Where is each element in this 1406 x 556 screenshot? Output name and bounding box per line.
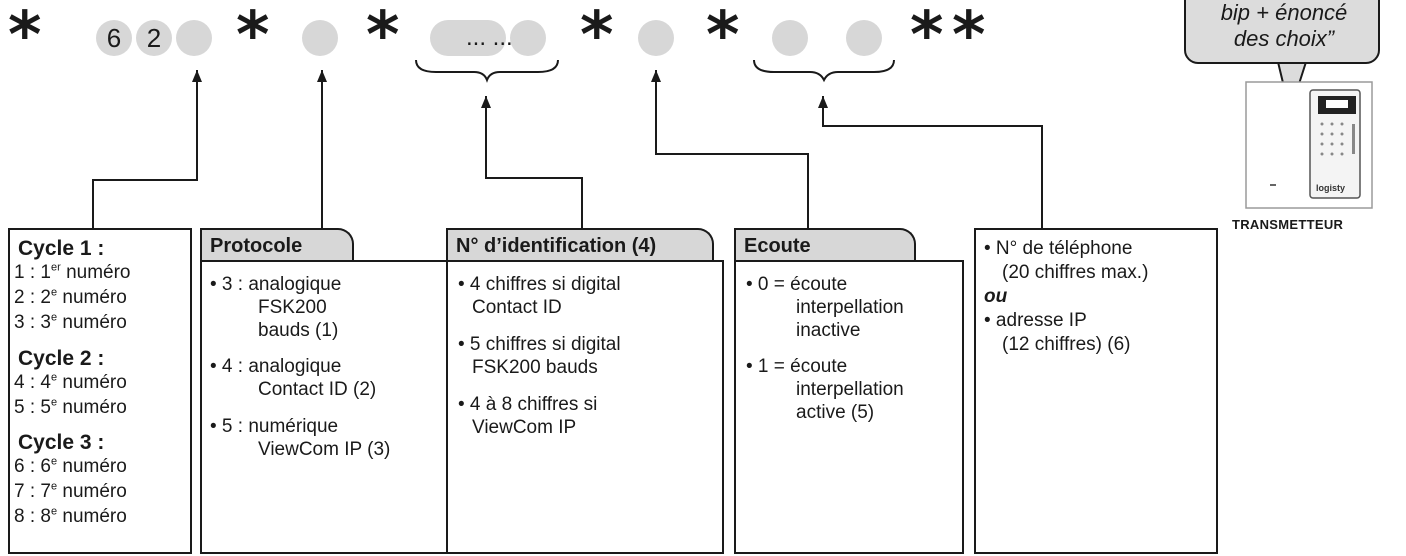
ecoute-line: • 1 = écoute bbox=[746, 356, 848, 377]
speech-bubble: bip + énoncé des choix” bbox=[1184, 0, 1380, 64]
ecoute-digit-slot bbox=[638, 20, 674, 56]
cycle-item: 2 : 2e numéro bbox=[14, 286, 127, 308]
phone-connector bbox=[818, 96, 1043, 228]
identification-slot-start bbox=[430, 20, 506, 56]
identification-slot-end bbox=[510, 20, 546, 56]
cycle-3-heading: Cycle 3 : bbox=[18, 431, 105, 454]
protocole-box: • 3 : analogique FSK200 bauds (1) • 4 : … bbox=[200, 260, 452, 554]
ecoute-box: • 0 = écoute interpellation inactive • 1… bbox=[734, 260, 964, 554]
identification-line: Contact ID bbox=[472, 297, 562, 318]
key-digit-6: 6 bbox=[96, 20, 132, 56]
ecoute-tab: Ecoute bbox=[734, 228, 916, 262]
bubble-text-line2: des choix” bbox=[1233, 26, 1335, 51]
phone-brace bbox=[753, 59, 895, 83]
identification-brace bbox=[415, 59, 559, 83]
identification-ellipsis: ... ... bbox=[466, 24, 513, 51]
telephone-or: ou bbox=[984, 286, 1008, 307]
star-key-7: * bbox=[952, 0, 986, 73]
ecoute-line: interpellation bbox=[796, 297, 904, 318]
protocole-line: • 3 : analogique bbox=[210, 274, 342, 295]
telephone-line: • adresse IP bbox=[984, 310, 1087, 331]
ecoute-line: interpellation bbox=[796, 379, 904, 400]
ecoute-line: inactive bbox=[796, 320, 861, 341]
identification-connector bbox=[481, 96, 583, 228]
cycle-connector bbox=[92, 70, 202, 228]
star-key-3: * bbox=[366, 0, 400, 73]
cycle-box: Cycle 1 : 1 : 1er numéro 2 : 2e numéro 3… bbox=[8, 228, 192, 554]
star-key-6: * bbox=[910, 0, 944, 73]
protocole-line: Contact ID (2) bbox=[258, 379, 377, 400]
cycle-item: 7 : 7e numéro bbox=[14, 480, 127, 502]
protocole-line: • 4 : analogique bbox=[210, 356, 342, 377]
identification-line: • 4 à 8 chiffres si bbox=[458, 394, 598, 415]
cycle-item: 1 : 1er numéro bbox=[14, 261, 131, 283]
phone-slot-end bbox=[846, 20, 882, 56]
bubble-text-line1: bip + énoncé bbox=[1220, 0, 1348, 25]
cycle-item: 3 : 3e numéro bbox=[14, 311, 127, 333]
protocol-digit-slot bbox=[302, 20, 338, 56]
star-key-4: * bbox=[580, 0, 614, 73]
identification-line: • 4 chiffres si digital bbox=[458, 274, 621, 295]
identification-line: • 5 chiffres si digital bbox=[458, 334, 621, 355]
ecoute-line: • 0 = écoute bbox=[746, 274, 848, 295]
cycle-item: 4 : 4e numéro bbox=[14, 371, 127, 393]
protocole-line: • 5 : numérique bbox=[210, 416, 339, 437]
cycle-item: 5 : 5e numéro bbox=[14, 396, 127, 418]
protocole-line: FSK200 bbox=[258, 297, 327, 318]
star-key-1: * bbox=[8, 0, 42, 73]
ecoute-line: active (5) bbox=[796, 402, 875, 423]
transmitter-device: logisty bbox=[1245, 81, 1373, 209]
telephone-box: • N° de téléphone (20 chiffres max.) ou … bbox=[974, 228, 1218, 554]
identification-line: ViewCom IP bbox=[472, 417, 577, 438]
telephone-line: • N° de téléphone bbox=[984, 238, 1133, 259]
identification-box: • 4 chiffres si digital Contact ID • 5 c… bbox=[446, 260, 724, 554]
cycle-digit-slot bbox=[176, 20, 212, 56]
protocole-tab: Protocole bbox=[200, 228, 354, 262]
protocole-line: ViewCom IP (3) bbox=[258, 439, 391, 460]
cycle-2-heading: Cycle 2 : bbox=[18, 347, 105, 370]
transmitter-label: TRANSMETTEUR bbox=[1232, 217, 1344, 232]
identification-tab: N° d’identification (4) bbox=[446, 228, 714, 262]
telephone-line: (20 chiffres max.) bbox=[1002, 262, 1149, 283]
phone-slot-start bbox=[772, 20, 808, 56]
cycle-item: 8 : 8e numéro bbox=[14, 505, 127, 527]
protocole-line: bauds (1) bbox=[258, 320, 339, 341]
key-digit-2: 2 bbox=[136, 20, 172, 56]
telephone-line: (12 chiffres) (6) bbox=[1002, 334, 1131, 355]
cycle-1-heading: Cycle 1 : bbox=[18, 237, 105, 260]
star-key-5: * bbox=[706, 0, 740, 73]
star-key-2: * bbox=[236, 0, 270, 73]
cycle-item: 6 : 6e numéro bbox=[14, 455, 127, 477]
device-brand: logisty bbox=[1316, 183, 1345, 193]
identification-line: FSK200 bauds bbox=[472, 357, 598, 378]
ecoute-connector bbox=[651, 70, 809, 228]
